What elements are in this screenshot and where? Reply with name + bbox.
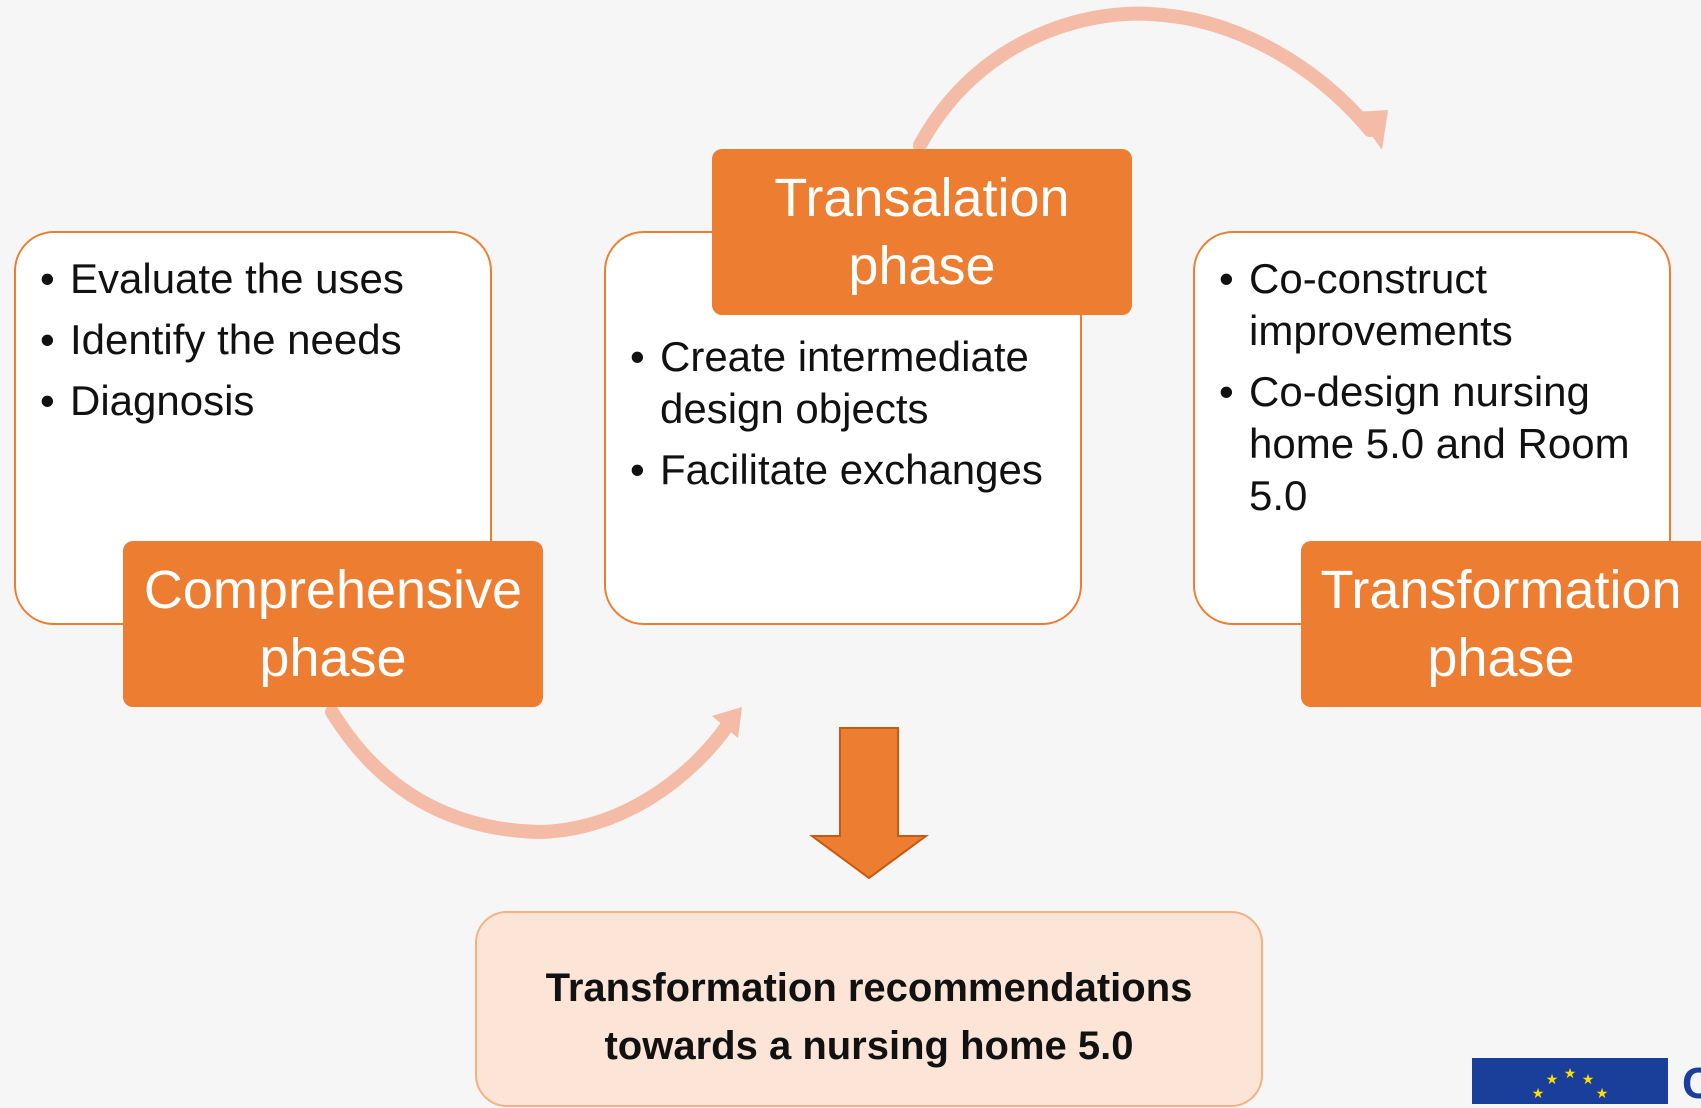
list-item: Co-design nursing home 5.0 and Room 5.0 bbox=[1215, 366, 1655, 522]
list-item: Diagnosis bbox=[36, 375, 476, 427]
transformation-phase-label: Transformation phase bbox=[1301, 541, 1701, 707]
translation-phase-label: Transalation phase bbox=[712, 149, 1132, 315]
svg-text:★: ★ bbox=[1532, 1086, 1545, 1102]
top-cycle-arrow bbox=[913, 6, 1377, 152]
svg-text:★: ★ bbox=[1564, 1066, 1577, 1082]
translation-list: Create intermediate design objects Facil… bbox=[626, 331, 1066, 496]
result-line-1: Transformation recommendations bbox=[545, 966, 1193, 1010]
list-item: Co-construct improvements bbox=[1215, 253, 1655, 357]
list-item: Facilitate exchanges bbox=[626, 444, 1066, 496]
result-box: Transformation recommendations towards a… bbox=[475, 911, 1263, 1107]
eu-flag-icon: ★ ★ ★ ★ ★ bbox=[1472, 1058, 1668, 1104]
svg-text:★: ★ bbox=[1546, 1072, 1559, 1088]
svg-text:★: ★ bbox=[1582, 1072, 1595, 1088]
list-item: Evaluate the uses bbox=[36, 253, 476, 305]
result-line-2: towards a nursing home 5.0 bbox=[604, 1024, 1134, 1068]
bottom-cycle-arrowhead bbox=[712, 707, 742, 738]
list-item: Identify the needs bbox=[36, 314, 476, 366]
comprehensive-list: Evaluate the uses Identify the needs Dia… bbox=[36, 253, 476, 427]
comprehensive-phase-label: Comprehensive phase bbox=[123, 541, 543, 707]
list-item: Create intermediate design objects bbox=[626, 331, 1066, 435]
svg-text:★: ★ bbox=[1596, 1086, 1609, 1102]
logo-text: C bbox=[1682, 1059, 1701, 1108]
down-arrow bbox=[808, 727, 930, 880]
top-cycle-arrowhead bbox=[1355, 110, 1388, 150]
transformation-list: Co-construct improvements Co-design nurs… bbox=[1215, 253, 1655, 522]
bottom-cycle-arrow bbox=[325, 705, 737, 840]
